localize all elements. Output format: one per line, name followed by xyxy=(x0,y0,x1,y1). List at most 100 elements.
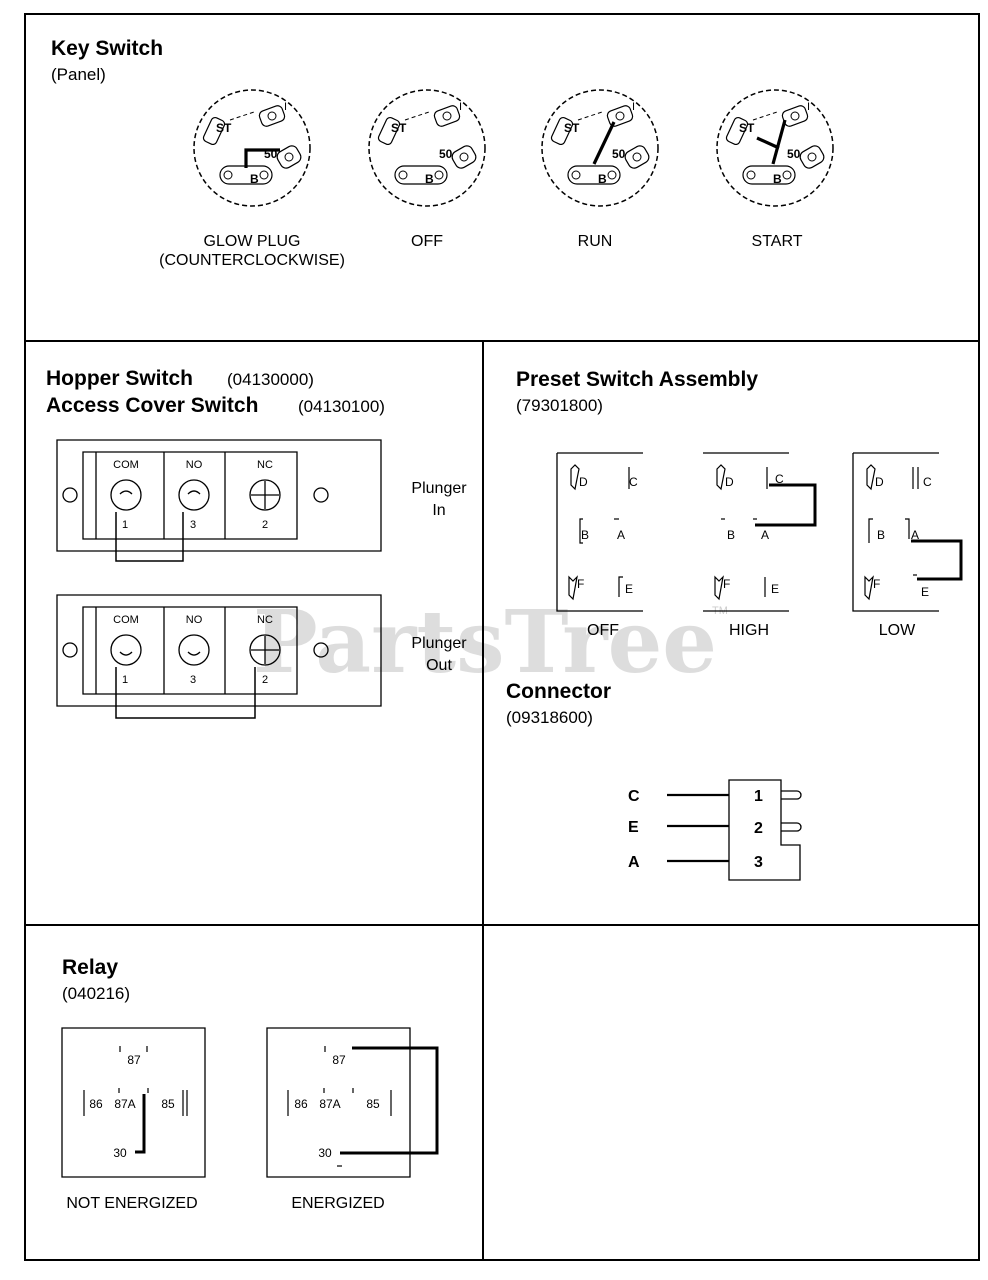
access-cover-switch-title: Access Cover Switch xyxy=(46,394,258,417)
preset-switch-part-number: (79301800) xyxy=(516,396,603,415)
relay-terminal-87a: 87A xyxy=(319,1097,340,1111)
terminal-header-nc: NC xyxy=(257,459,273,471)
terminal-number-1: 1 xyxy=(122,519,128,531)
preset-low-caption: LOW xyxy=(879,622,916,639)
pin-number-3: 3 xyxy=(754,854,763,871)
terminal-header-no: NO xyxy=(186,614,203,626)
terminal-header-com: COM xyxy=(113,614,139,626)
preset-switch-title: Preset Switch Assembly xyxy=(516,368,758,391)
terminal-label-d: D xyxy=(725,475,734,489)
terminal-label-a: A xyxy=(617,528,625,542)
run-caption: RUN xyxy=(578,233,613,250)
preset-high-caption: HIGH xyxy=(729,622,769,639)
terminal-label-a: A xyxy=(761,528,769,542)
key-switch-dial-glow-plug: I ST 50 B xyxy=(194,90,310,206)
terminal-label-b: B xyxy=(250,172,259,186)
terminal-number-3: 3 xyxy=(190,674,196,686)
terminal-label-st: ST xyxy=(564,121,580,135)
terminal-label-b: B xyxy=(773,172,782,186)
terminal-label-i: I xyxy=(807,101,810,113)
terminal-label-st: ST xyxy=(739,121,755,135)
plunger-in-label: Plunger xyxy=(411,480,467,497)
connector-section: Connector (09318600) C E A 1 2 3 xyxy=(506,680,801,880)
hopper-switch-part-number: (04130000) xyxy=(227,370,314,389)
key-switch-dial-run: I ST 50 B xyxy=(542,90,658,206)
relay-terminal-85: 85 xyxy=(161,1097,175,1111)
key-switch-subtitle: (Panel) xyxy=(51,65,106,84)
terminal-label-b: B xyxy=(877,528,885,542)
relay-energized: 87 86 87A 85 30 xyxy=(267,1028,437,1177)
hopper-switch-plunger-in xyxy=(57,440,381,561)
not-energized-caption: NOT ENERGIZED xyxy=(66,1195,197,1212)
relay-terminal-86: 86 xyxy=(89,1097,103,1111)
glow-plug-caption: GLOW PLUG xyxy=(204,233,301,250)
hopper-switch-section: Hopper Switch (04130000) Access Cover Sw… xyxy=(46,367,467,718)
energized-caption: ENERGIZED xyxy=(291,1195,384,1212)
relay-terminal-87: 87 xyxy=(127,1053,141,1067)
preset-switch-high: D C B A F E xyxy=(703,453,815,611)
terminal-header-no: NO xyxy=(186,459,203,471)
terminal-label-i: I xyxy=(284,101,287,113)
terminal-number-3: 3 xyxy=(190,519,196,531)
terminal-label-e: E xyxy=(625,582,633,596)
preset-switch-low: D C B A F E xyxy=(853,453,961,611)
relay-title: Relay xyxy=(62,956,118,979)
pin-number-2: 2 xyxy=(754,820,763,837)
terminal-label-50: 50 xyxy=(787,147,801,161)
terminal-label-50: 50 xyxy=(612,147,626,161)
terminal-label-e: E xyxy=(771,582,779,596)
relay-not-energized: 87 86 87A 85 30 xyxy=(62,1028,205,1177)
access-cover-switch-part-number: (04130100) xyxy=(298,397,385,416)
terminal-number-1: 1 xyxy=(122,674,128,686)
relay-terminal-87a: 87A xyxy=(114,1097,135,1111)
terminal-label-st: ST xyxy=(391,121,407,135)
plunger-out-label: Plunger xyxy=(411,635,467,652)
plunger-in-label-state: In xyxy=(432,502,445,519)
terminal-label-c: C xyxy=(923,475,932,489)
terminal-label-e: E xyxy=(921,585,929,599)
preset-switch-off: D C B A F E xyxy=(557,453,643,611)
terminal-number-2: 2 xyxy=(262,674,268,686)
wire-label-c: C xyxy=(628,788,640,805)
watermark-trademark: TM xyxy=(712,605,728,617)
hopper-switch-plunger-out xyxy=(57,595,381,718)
preset-off-caption: OFF xyxy=(587,622,619,639)
off-caption: OFF xyxy=(411,233,443,250)
watermark-text: PartsTree xyxy=(253,592,717,693)
connector-part-number: (09318600) xyxy=(506,708,593,727)
terminal-label-d: D xyxy=(579,475,588,489)
connector-body xyxy=(729,780,801,880)
terminal-label-c: C xyxy=(775,472,784,486)
terminal-label-d: D xyxy=(875,475,884,489)
key-switch-dial-start: I ST 50 B xyxy=(717,90,833,206)
relay-terminal-86: 86 xyxy=(294,1097,308,1111)
terminal-number-2: 2 xyxy=(262,519,268,531)
terminal-label-50: 50 xyxy=(439,147,453,161)
terminal-label-i: I xyxy=(632,101,635,113)
relay-terminal-85: 85 xyxy=(366,1097,380,1111)
wire-label-e: E xyxy=(628,819,639,836)
terminal-label-a: A xyxy=(911,528,919,542)
partstree-watermark: PartsTree TM xyxy=(253,592,728,693)
panel-frame xyxy=(25,14,979,1260)
terminal-label-f: F xyxy=(723,577,730,591)
relay-part-number: (040216) xyxy=(62,984,130,1003)
relay-terminal-30: 30 xyxy=(318,1146,332,1160)
key-switch-dial-off: I ST 50 B xyxy=(369,90,485,206)
terminal-label-b: B xyxy=(598,172,607,186)
start-caption: START xyxy=(752,233,803,250)
preset-switch-section: Preset Switch Assembly (79301800) D C B … xyxy=(516,368,961,639)
relay-section: Relay (040216) 87 86 87A 85 30 NOT ENERG… xyxy=(62,956,437,1212)
terminal-header-com: COM xyxy=(113,459,139,471)
terminal-label-c: C xyxy=(629,475,638,489)
glow-plug-caption-direction: (COUNTERCLOCKWISE) xyxy=(159,252,345,269)
terminal-label-b: B xyxy=(581,528,589,542)
terminal-label-i: I xyxy=(459,101,462,113)
relay-terminal-87: 87 xyxy=(332,1053,346,1067)
terminal-header-nc: NC xyxy=(257,614,273,626)
relay-terminal-30: 30 xyxy=(113,1146,127,1160)
terminal-label-b: B xyxy=(425,172,434,186)
terminal-label-st: ST xyxy=(216,121,232,135)
terminal-label-f: F xyxy=(577,577,584,591)
